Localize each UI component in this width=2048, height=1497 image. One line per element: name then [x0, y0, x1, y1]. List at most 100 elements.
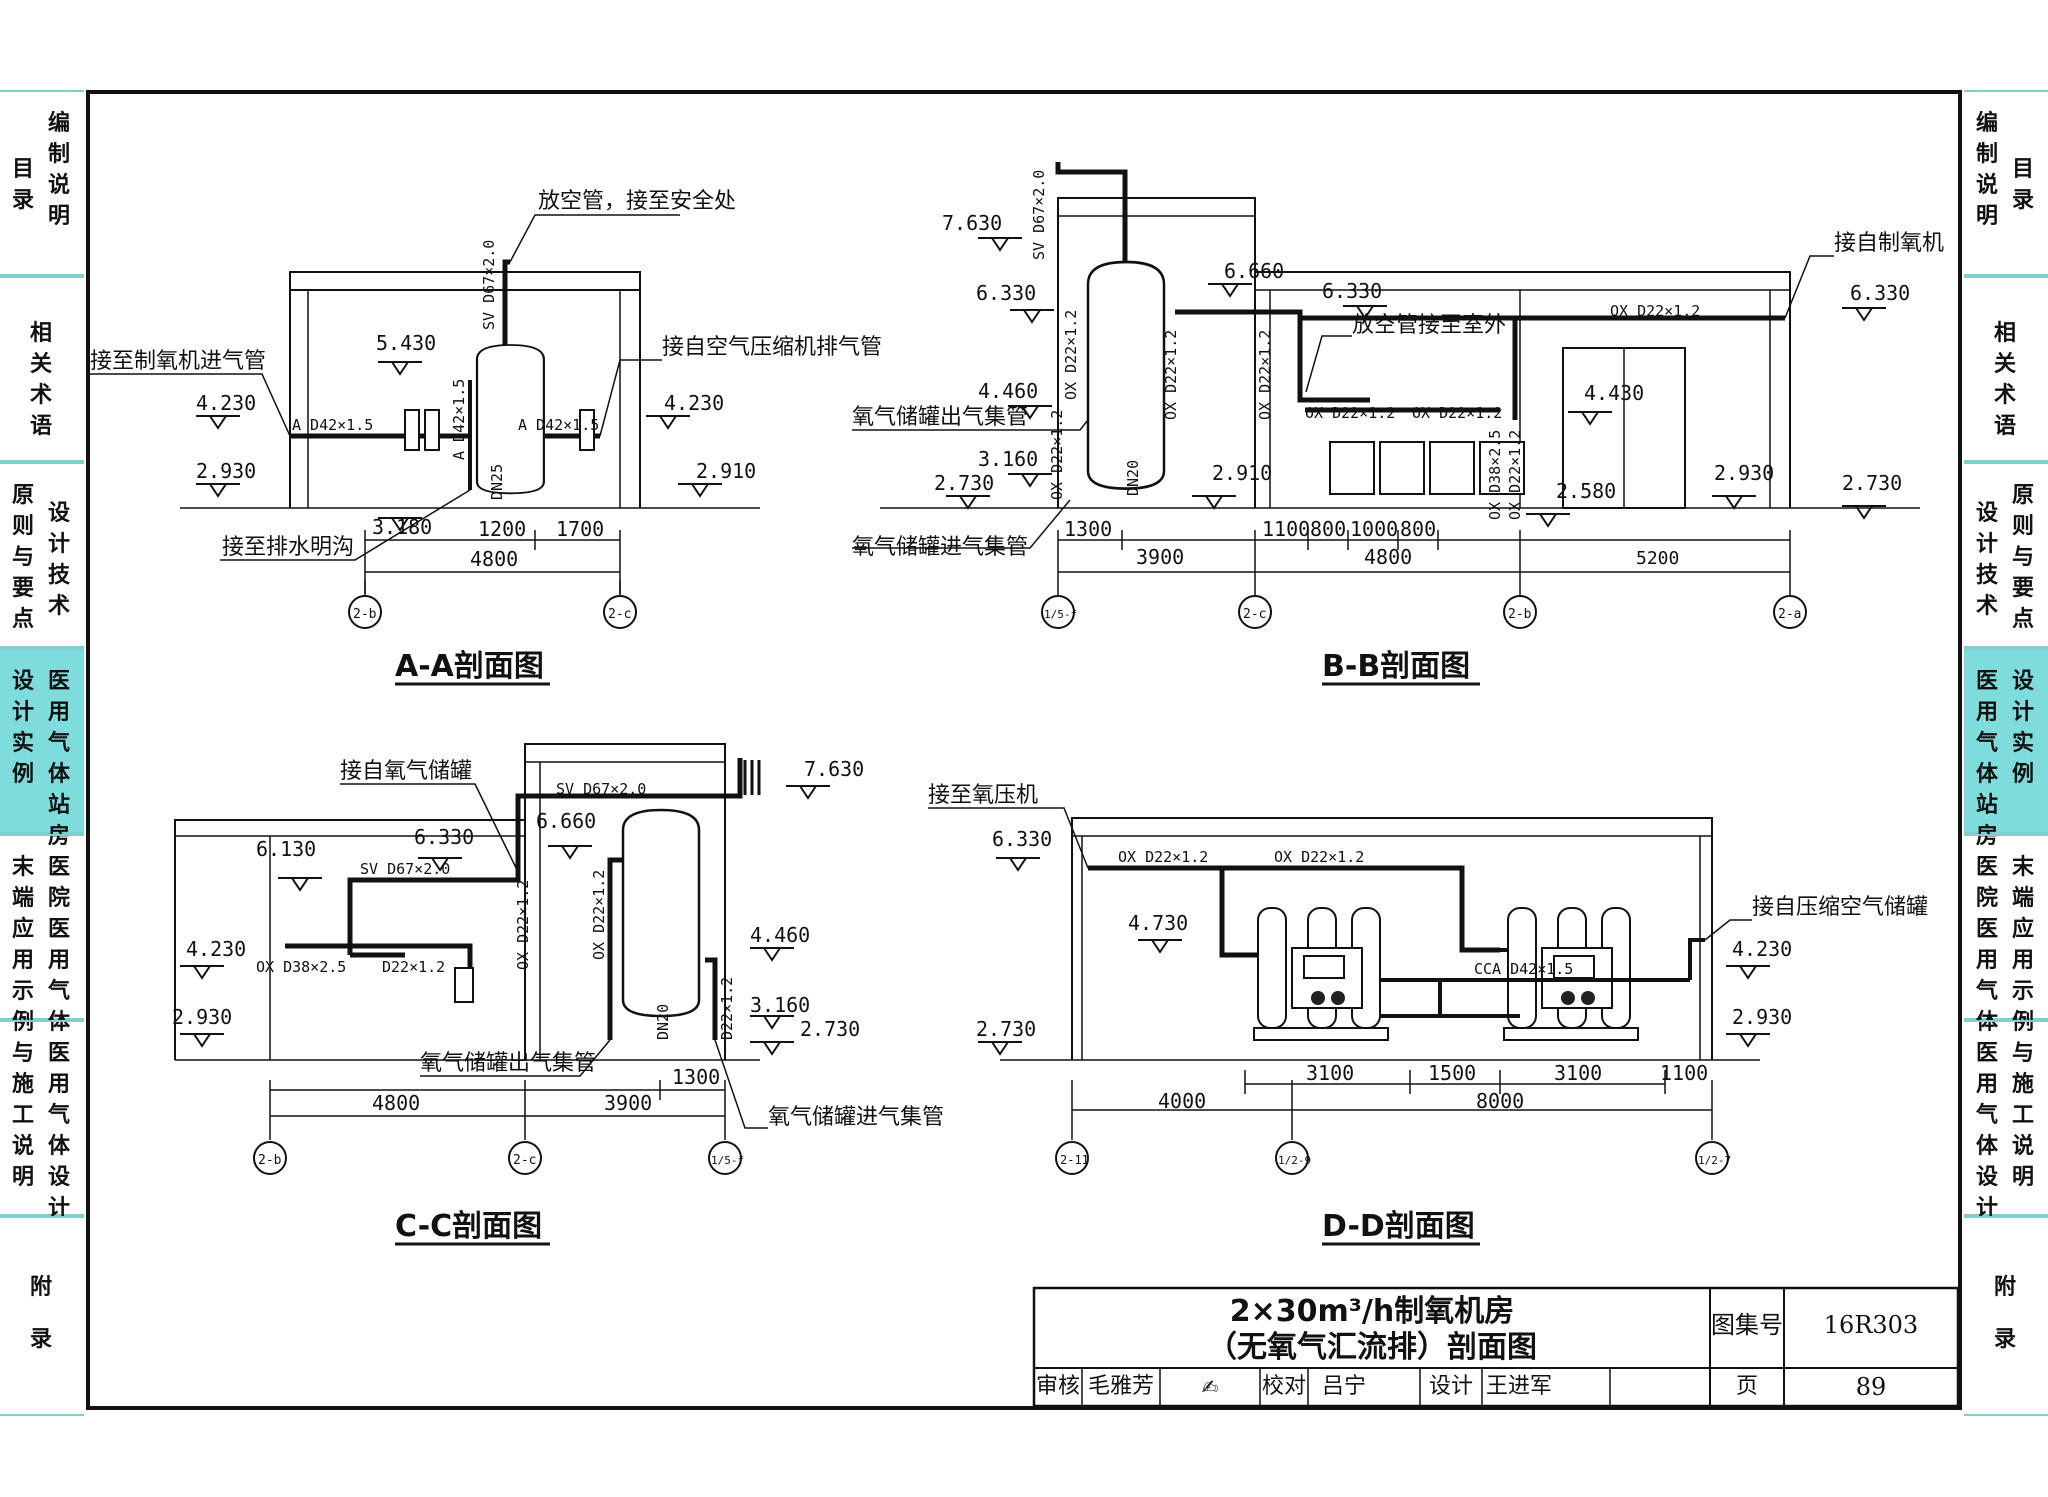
bb-elev-6660: 6.660 [1224, 259, 1284, 283]
cc-pipe-d22-h: D22×1.2 [382, 958, 445, 976]
bb-pipe-ox-v1: OX D22×1.2 [1062, 310, 1080, 400]
dd-elev-6330: 6.330 [992, 827, 1052, 851]
title-block-grid [1032, 1286, 1960, 1408]
designer-name: 王进军 [1486, 1374, 1553, 1399]
right-tab-6[interactable]: 医用气体设计 与施工说明 [1964, 1020, 2048, 1221]
left-tab-4[interactable]: 设计实例 医用气体站房 [0, 648, 84, 849]
aa-section-title: A-A剖面图 [395, 649, 544, 684]
aa-dim-1200: 1200 [478, 517, 526, 541]
right-tab-3[interactable]: 设计技术 原则与要点 [1964, 462, 2048, 648]
right-tab-7-col1: 附录 [1993, 1275, 2016, 1352]
page-label: 页 [1735, 1374, 1758, 1399]
bb-elev-3160: 3.160 [978, 447, 1038, 471]
left-tab-1[interactable]: 目录 编制说明 [0, 90, 84, 276]
left-tab-3[interactable]: 原则与要点 设计技术 [0, 462, 84, 648]
left-tab-5[interactable]: 末端应用示例 医院医用气体 [0, 834, 84, 1035]
cc-axis-2c: 2-c [513, 1153, 536, 1168]
right-tab-2[interactable]: 相关术语 [1964, 276, 2048, 462]
bb-pipe-sv: SV D67×2.0 [1030, 170, 1048, 260]
section-cc: 接自氧气储罐 氧气储罐出气集管 氧气储罐进气集管 7.630 6.130 6.3… [172, 743, 944, 1246]
right-tab-4-col2: 设计实例 [2011, 669, 2034, 787]
right-tab-7[interactable]: 附录 [1964, 1216, 2048, 1416]
bb-elev-6330-left: 6.330 [976, 281, 1036, 305]
bb-axis-15f: 1/5-f [1044, 608, 1077, 621]
left-tab-3-col2: 设计技术 [47, 501, 70, 619]
dd-pipe-cca: CCA D42×1.5 [1474, 960, 1573, 978]
right-tab-1-col1: 编制说明 [1975, 111, 1998, 229]
dd-label-to-compressor: 接至氧压机 [928, 783, 1038, 808]
aa-elev-4230-left: 4.230 [196, 391, 256, 415]
aa-pipe-a-mid: A D42×1.5 [450, 379, 468, 460]
bb-elev-6330-right: 6.330 [1850, 281, 1910, 305]
aa-axis-2b: 2-b [353, 607, 377, 622]
dd-section-title: D-D剖面图 [1322, 1209, 1475, 1244]
drawing-frame [86, 90, 1962, 1410]
aa-elev-2910: 2.910 [696, 459, 756, 483]
bb-axis-2b: 2-b [1508, 607, 1532, 622]
cc-pipe-sv-top: SV D67×2.0 [556, 780, 646, 798]
right-tab-6-col2: 与施工说明 [2011, 1041, 2034, 1190]
aa-label-from-compressor: 接自空气压缩机排气管 [662, 335, 882, 360]
bb-label-inlet-header: 氧气储罐进气集管 [852, 535, 1028, 560]
aa-pipe-a-right: A D42×1.5 [518, 416, 599, 434]
right-tab-1-col2: 目录 [2011, 157, 2034, 213]
left-tab-7[interactable]: 附录 [0, 1216, 84, 1416]
design-label: 设计 [1428, 1374, 1473, 1399]
left-tab-1-col2: 编制说明 [47, 111, 70, 229]
right-tab-3-col1: 设计技术 [1975, 501, 1998, 619]
dd-elev-4730: 4.730 [1128, 911, 1188, 935]
aa-elev-4230-right: 4.230 [664, 391, 724, 415]
bb-dim-1000: 1000 [1350, 517, 1398, 541]
bb-pipe-ox-v4: OX D22×1.2 [1048, 410, 1066, 500]
cc-pipe-d22-v: D22×1.2 [718, 977, 736, 1040]
reviewer-name: 毛雅芳 [1087, 1374, 1154, 1399]
cc-elev-6330: 6.330 [414, 825, 474, 849]
cc-dim-1300: 1300 [672, 1065, 720, 1089]
bb-elev-2730-left: 2.730 [934, 471, 994, 495]
right-tab-5-col1: 医院医用气体 [1975, 855, 1998, 1035]
section-bb: 接自制氧机 放空管接至室外 氧气储罐出气集管 氧气储罐进气集管 7.630 6.… [852, 162, 1944, 686]
dd-dim-3100-b: 3100 [1554, 1061, 1602, 1085]
right-tab-1[interactable]: 编制说明 目录 [1964, 90, 2048, 276]
left-tab-2-col2: 相关术语 [29, 321, 52, 439]
atlas-no-label: 图集号 [1711, 1311, 1783, 1339]
cc-elev-7630: 7.630 [804, 757, 864, 781]
right-tab-6-col1: 医用气体设计 [1975, 1041, 1998, 1221]
left-tab-3-col1: 原则与要点 [11, 483, 34, 632]
section-aa: 放空管，接至安全处 接至制氧机进气管 接自空气压缩机排气管 接至排水明沟 5.4… [90, 189, 882, 686]
bb-pipe-dn20: DN20 [1124, 460, 1142, 496]
page-number: 89 [1855, 1373, 1887, 1401]
aa-pipe-dn25: DN25 [488, 464, 506, 500]
left-tab-7-col2: 附录 [29, 1275, 52, 1352]
check-label: 校对 [1261, 1374, 1306, 1399]
bb-dim-800-b: 800 [1400, 517, 1436, 541]
dd-elev-4230: 4.230 [1732, 937, 1792, 961]
bb-elev-2580: 2.580 [1556, 479, 1616, 503]
bb-elev-2910: 2.910 [1212, 461, 1272, 485]
cc-pipe-ox-v2: OX D22×1.2 [590, 870, 608, 960]
bb-pipe-ox-d38: OX D38×2.5 [1486, 430, 1504, 520]
right-tab-4-col1: 医用气体站房 [1975, 669, 1998, 849]
drawing-title-line2: （无氧气汇流排）剖面图 [1207, 1330, 1537, 1365]
bb-dim-1100: 1100 [1262, 517, 1310, 541]
cc-elev-6130: 6.130 [256, 837, 316, 861]
review-label: 审核 [1035, 1374, 1080, 1399]
left-tab-2[interactable]: 相关术语 [0, 276, 84, 462]
bb-dim-5200: 5200 [1636, 548, 1679, 569]
left-tab-6-col1: 与施工说明 [11, 1041, 34, 1190]
bb-label-from-oxygen-machine: 接自制氧机 [1834, 231, 1944, 256]
bb-dim-800-a: 800 [1310, 517, 1346, 541]
right-tab-4[interactable]: 医用气体站房 设计实例 [1964, 648, 2048, 849]
bb-elev-6330-mid: 6.330 [1322, 279, 1382, 303]
dd-elev-2730: 2.730 [976, 1017, 1036, 1041]
right-tab-5[interactable]: 医院医用气体 末端应用示例 [1964, 834, 2048, 1035]
cc-section-title: C-C剖面图 [395, 1209, 542, 1244]
dd-dim-4000: 4000 [1158, 1089, 1206, 1113]
aa-elev-2930: 2.930 [196, 459, 256, 483]
left-tab-6[interactable]: 与施工说明 医用气体设计 [0, 1020, 84, 1221]
bb-label-vent-outdoor: 放空管接至室外 [1352, 313, 1506, 338]
bb-axis-2c: 2-c [1243, 607, 1266, 622]
bb-elev-4430: 4.430 [1584, 381, 1644, 405]
dd-dim-1100: 1100 [1660, 1061, 1708, 1085]
